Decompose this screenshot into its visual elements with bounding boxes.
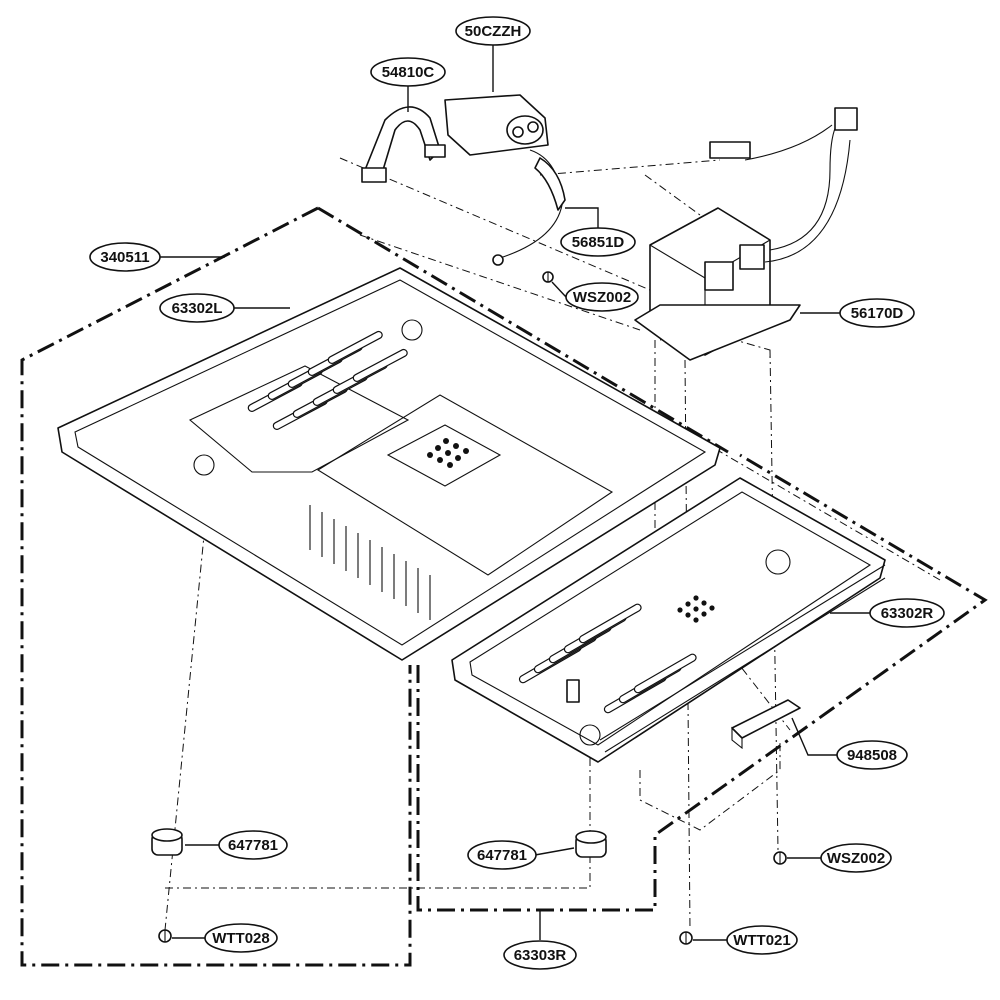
callout-56170d-text: 56170D <box>851 305 904 322</box>
callout-63302r-text: 63302R <box>881 605 934 622</box>
right-base-plate <box>451 477 886 763</box>
callout-340511: 340511 <box>89 242 161 272</box>
callout-63303r-text: 63303R <box>514 947 567 964</box>
callout-63302l: 63302L <box>159 293 235 323</box>
assembly-boundary-left <box>20 206 729 967</box>
left-plate-vent-slots <box>247 330 408 430</box>
callout-wtt028-text: WTT028 <box>212 930 270 947</box>
bar-component-948508 <box>731 699 801 750</box>
callout-56851d: 56851D <box>560 227 636 257</box>
callout-340511-text: 340511 <box>100 249 149 266</box>
callout-wtt021-text: WTT021 <box>733 932 791 949</box>
callout-63302l-text: 63302L <box>172 300 223 317</box>
left-base-plate <box>57 267 721 661</box>
capacitor <box>444 94 549 156</box>
callout-54810c: 54810C <box>370 57 446 87</box>
right-plate-hole-grid <box>677 595 715 623</box>
screw-top <box>542 271 554 283</box>
screw-wsz002-bottom <box>773 851 787 865</box>
assembly-boundary-right <box>416 453 988 912</box>
callout-wsz002-top: WSZ002 <box>565 282 639 312</box>
callout-63302r: 63302R <box>869 598 945 628</box>
callout-647781-right-text: 647781 <box>477 847 527 864</box>
capacitor-bracket <box>361 106 446 183</box>
callout-63303r: 63303R <box>503 940 577 970</box>
callout-54810c-text: 54810C <box>382 64 435 81</box>
callout-56851d-text: 56851D <box>572 234 625 251</box>
right-plate-vent-slots <box>518 603 697 714</box>
left-plate-hole-grid <box>427 438 469 468</box>
callout-50czzh: 50CZZH <box>455 16 531 46</box>
callout-50czzh-text: 50CZZH <box>465 23 522 40</box>
callout-647781-right: 647781 <box>467 840 537 870</box>
screw-wtt028 <box>158 929 172 943</box>
callout-wsz002-top-text: WSZ002 <box>573 289 631 306</box>
callout-wtt021: WTT021 <box>726 925 798 955</box>
callout-56170d: 56170D <box>839 298 915 328</box>
callout-wtt028: WTT028 <box>204 923 278 953</box>
callout-647781-left-text: 647781 <box>228 837 278 854</box>
callout-647781-left: 647781 <box>218 830 288 860</box>
callout-wsz002-bottom-text: WSZ002 <box>827 850 885 867</box>
callout-948508: 948508 <box>836 740 908 770</box>
callout-wsz002-bottom: WSZ002 <box>820 843 892 873</box>
left-plate-louvers <box>309 505 431 620</box>
screw-wtt021 <box>679 931 693 945</box>
high-voltage-transformer <box>634 107 858 361</box>
diode <box>492 149 566 266</box>
foot-right <box>575 830 607 858</box>
callout-948508-text: 948508 <box>847 747 897 764</box>
foot-left <box>151 828 183 856</box>
